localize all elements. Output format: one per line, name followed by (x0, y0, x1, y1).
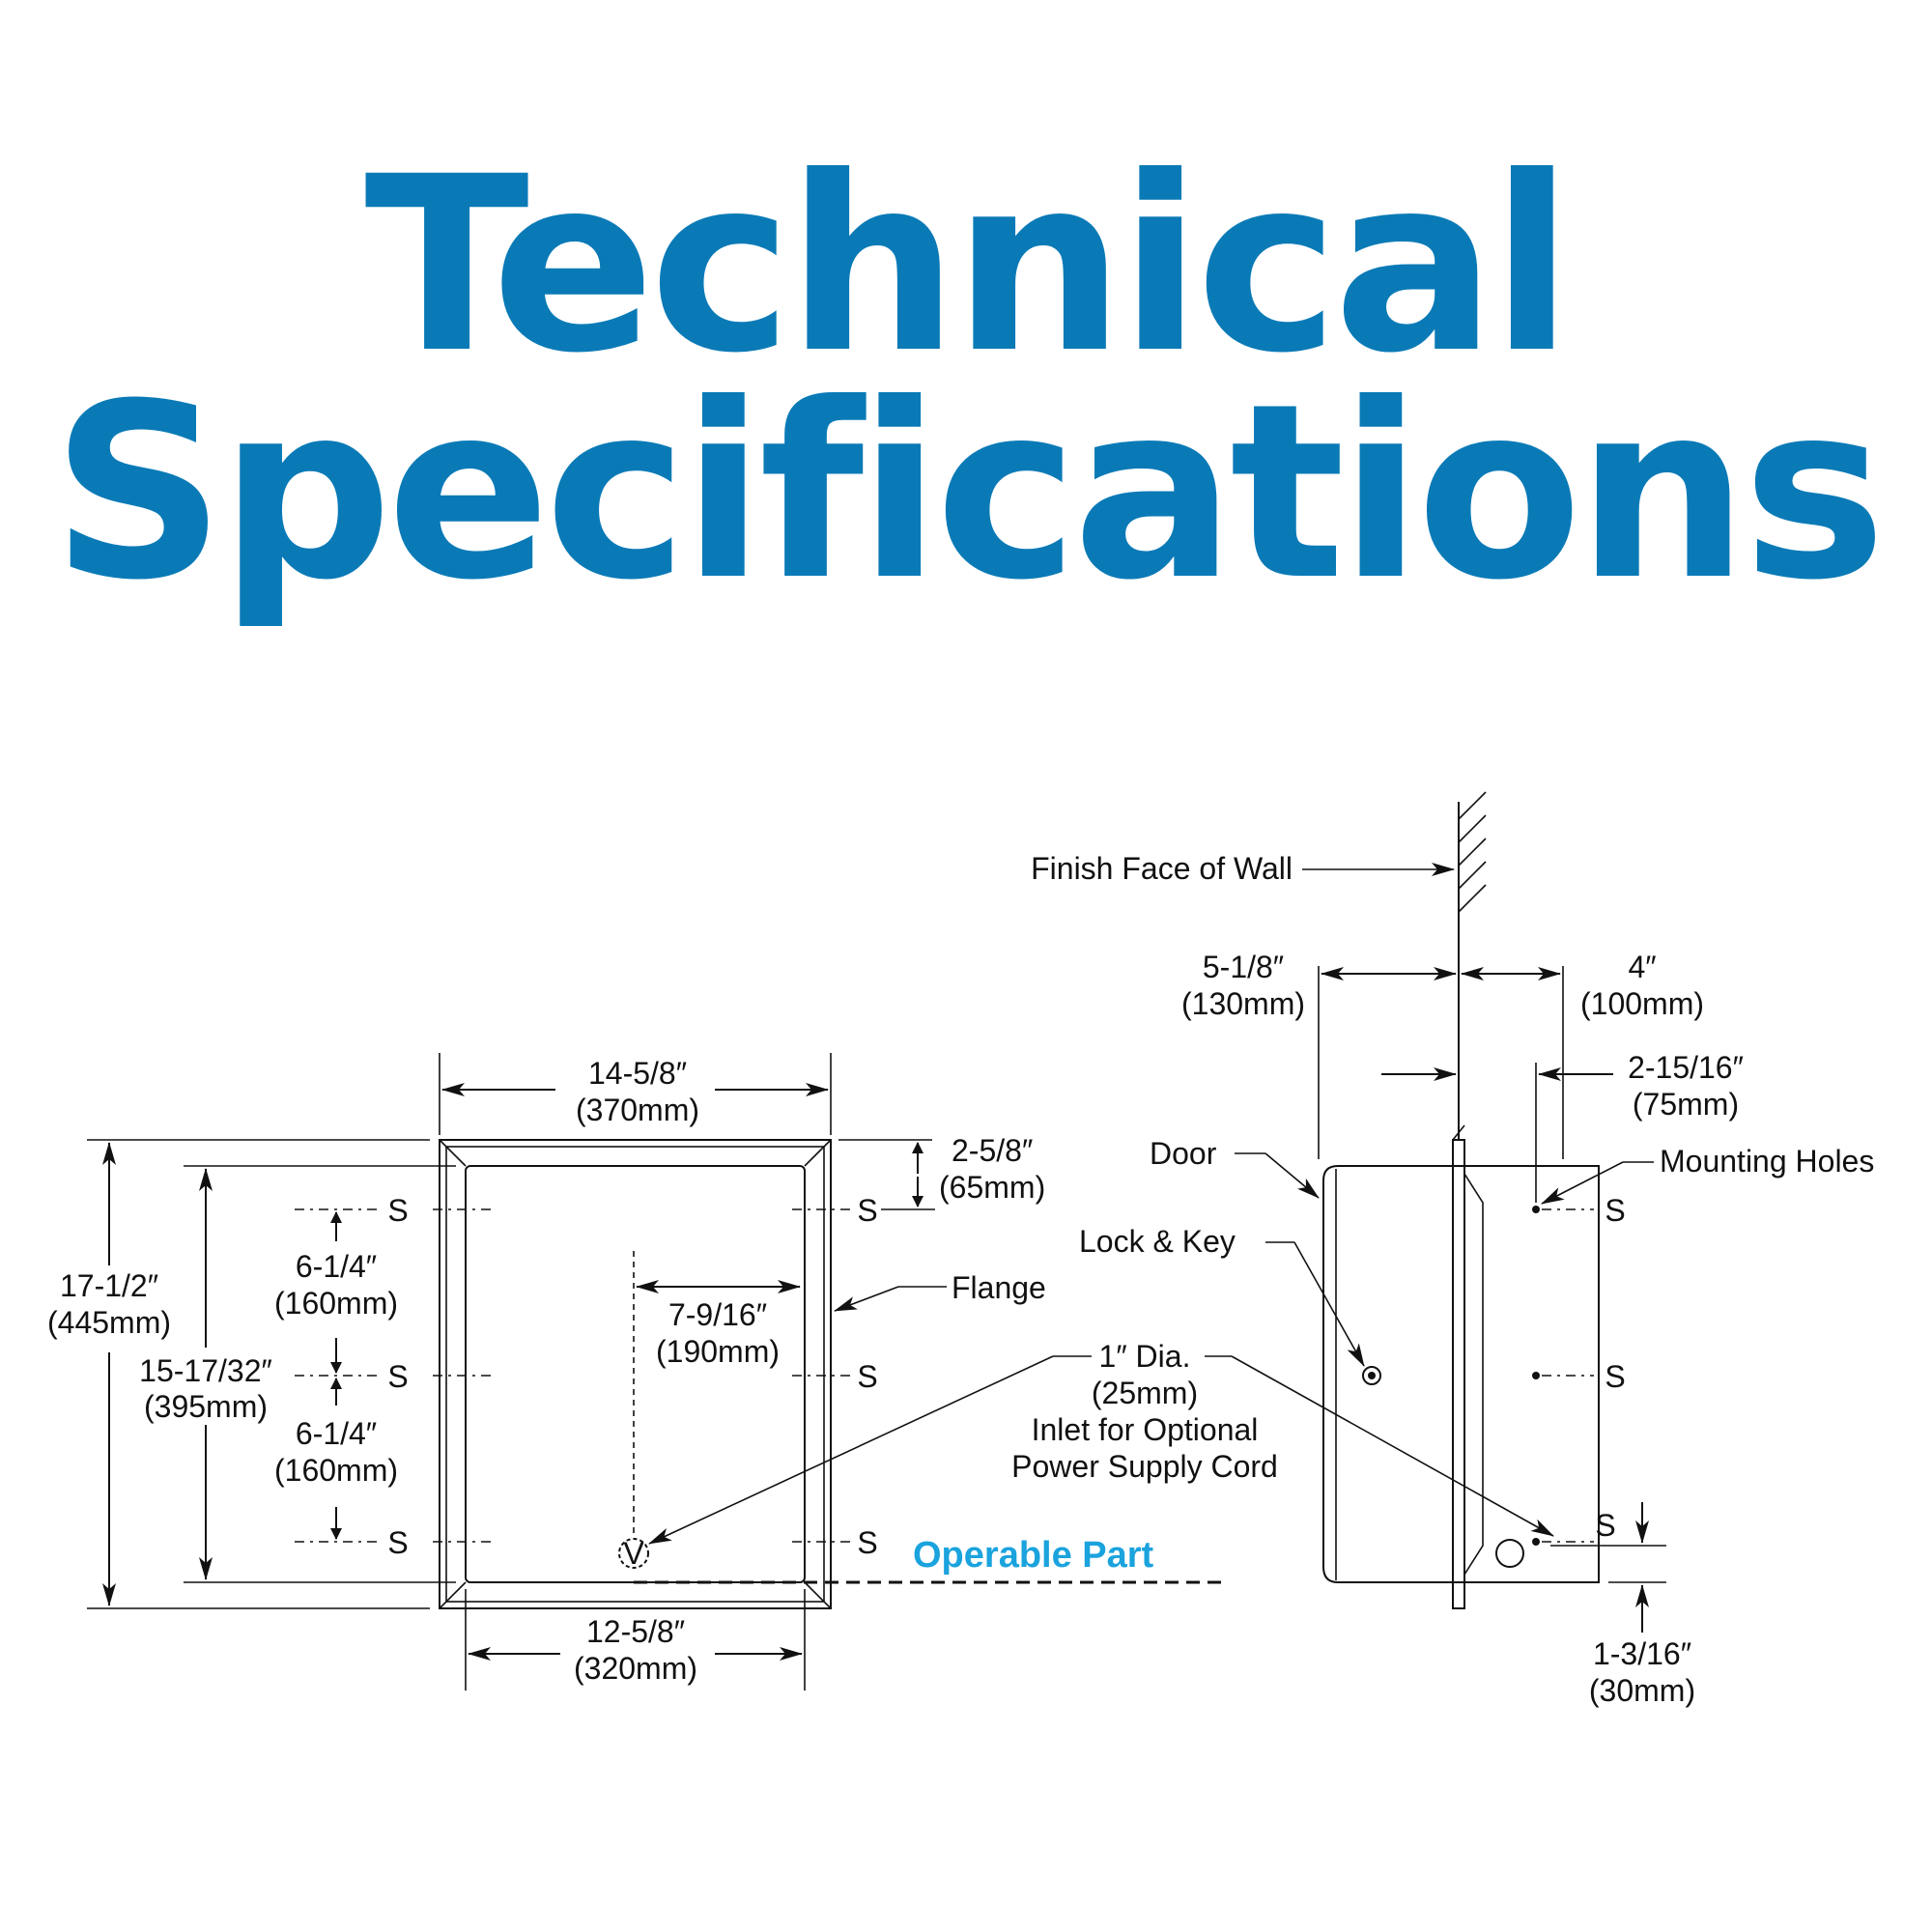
title-specifications: Specifications (51, 352, 1887, 633)
dim-inner-height-mm: (395mm) (144, 1389, 268, 1424)
inlet-callout-line1: 1″ Dia. (1099, 1339, 1191, 1374)
operable-part-label: Operable Part (913, 1535, 1154, 1576)
screw-label-left-mid: S (387, 1359, 408, 1394)
front-view: 14-5/8″ (370mm) 12-5/8″ (320mm) 17-1/2″ … (47, 1053, 1222, 1690)
door-label: Door (1150, 1136, 1217, 1171)
inlet-marker: V (623, 1536, 644, 1571)
inlet-hole-front (618, 1538, 649, 1569)
inlet-hole-side (1495, 1539, 1524, 1568)
title-technical: Technical (364, 125, 1573, 406)
dim-bottom-offset-in: 1-3/16″ (1593, 1636, 1691, 1671)
dim-inlet-offset-mm: (190mm) (656, 1334, 780, 1369)
flange-label: Flange (952, 1270, 1046, 1305)
dim-overall-width-in: 14-5/8″ (588, 1056, 687, 1091)
dim-spacing-lower-mm: (160mm) (274, 1453, 398, 1488)
inlet-callout-line4: Power Supply Cord (1011, 1449, 1278, 1484)
dim-top-offset-in: 2-5/8″ (952, 1133, 1033, 1168)
dim-hole-offset-in: 2-15/16″ (1628, 1050, 1744, 1085)
dim-hole-offset-mm: (75mm) (1633, 1087, 1739, 1122)
screw-label-left-top: S (387, 1193, 408, 1228)
screw-label-right-mid: S (857, 1359, 877, 1394)
flange-inner-edge (445, 1146, 825, 1603)
dim-overall-width-mm: (370mm) (576, 1093, 699, 1127)
dim-spacing-lower-in: 6-1/4″ (296, 1416, 377, 1451)
mounting-hole-mid (1532, 1372, 1540, 1379)
inlet-callout-line2: (25mm) (1092, 1376, 1198, 1410)
dim-top-offset-mm: (65mm) (939, 1170, 1045, 1205)
dim-inner-height-in: 15-17/32″ (139, 1353, 272, 1388)
side-screw-label-mid: S (1605, 1359, 1625, 1394)
dim-spacing-upper-in: 6-1/4″ (296, 1249, 377, 1284)
dim-projection-in: 4″ (1628, 950, 1656, 984)
dim-inner-width-mm: (320mm) (574, 1651, 697, 1686)
dim-recess-depth-in: 5-1/8″ (1203, 950, 1284, 984)
flange-outline (439, 1139, 832, 1609)
dim-projection-mm: (100mm) (1580, 986, 1704, 1021)
flange-profile (1452, 1139, 1465, 1609)
inlet-callout-line3: Inlet for Optional (1032, 1412, 1259, 1447)
dim-inlet-offset-in: 7-9/16″ (668, 1297, 767, 1332)
screw-label-right-bottom: S (857, 1525, 877, 1560)
screw-label-left-bottom: S (387, 1525, 408, 1560)
mounting-hole-bottom (1532, 1538, 1540, 1546)
cabinet-side-body (1322, 1165, 1600, 1583)
wall-label: Finish Face of Wall (1031, 851, 1293, 886)
dim-bottom-offset-mm: (30mm) (1589, 1673, 1695, 1708)
screw-label-right-top: S (857, 1193, 877, 1228)
dim-recess-depth-mm: (130mm) (1181, 986, 1305, 1021)
side-view: Finish Face of Wall S S S 5-1/8″ (130mm) (1031, 791, 1874, 1708)
mounting-hole-top (1532, 1206, 1540, 1213)
lock-icon (1362, 1366, 1381, 1385)
dim-overall-height-in: 17-1/2″ (60, 1268, 158, 1303)
dim-inner-width-in: 12-5/8″ (586, 1614, 685, 1649)
lock-label: Lock & Key (1079, 1224, 1236, 1259)
dim-overall-height-mm: (445mm) (47, 1305, 171, 1340)
mounting-holes-label: Mounting Holes (1660, 1144, 1874, 1179)
side-screw-label-bottom: S (1595, 1508, 1615, 1543)
side-screw-label-top: S (1605, 1193, 1625, 1228)
door-panel (465, 1165, 806, 1583)
dim-spacing-upper-mm: (160mm) (274, 1286, 398, 1321)
inlet-callout: 1″ Dia. (25mm) Inlet for Optional Power … (648, 1339, 1554, 1545)
